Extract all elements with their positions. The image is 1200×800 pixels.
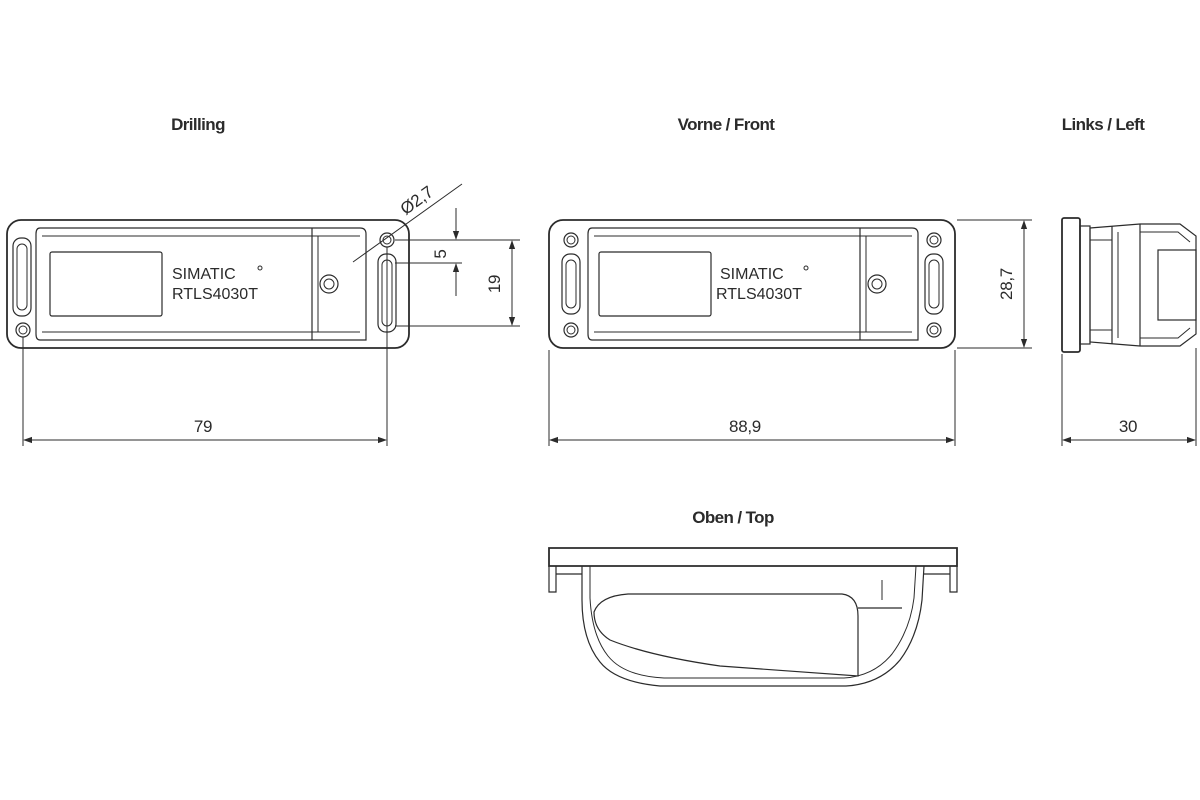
- hole-offset-label: 5: [431, 249, 450, 258]
- drilling-view: SIMATIC RTLS4030T: [6, 219, 410, 349]
- drilling-display-window: [49, 251, 163, 317]
- left-body: [1089, 223, 1197, 347]
- front-left-bottom-hole: [563, 322, 579, 338]
- front-view: SIMATIC RTLS4030T: [548, 219, 956, 349]
- left-base-plate: [1061, 217, 1081, 353]
- front-brand-label: SIMATIC: [720, 266, 784, 283]
- height-label: 28,7: [997, 268, 1016, 300]
- top-housing-body: [581, 565, 925, 687]
- drilling-led-icon: [257, 265, 263, 271]
- top-view: [548, 547, 958, 687]
- front-display-window: [598, 251, 712, 317]
- front-left-top-hole: [563, 232, 579, 248]
- front-title: Vorne / Front: [678, 115, 776, 134]
- front-right-slot: [924, 253, 944, 315]
- depth-label: 30: [1119, 417, 1137, 436]
- width-label: 88,9: [729, 417, 761, 436]
- hole-spacing-horizontal-label: 79: [194, 417, 212, 436]
- left-title: Links / Left: [1062, 115, 1145, 134]
- top-title: Oben / Top: [692, 508, 774, 527]
- front-right-bottom-hole: [926, 322, 942, 338]
- front-dimensions: 88,9 28,7: [548, 219, 1032, 446]
- hole-diameter-label: Ø2,7: [397, 182, 437, 218]
- drilling-left-slot: [12, 237, 32, 317]
- front-right-top-hole: [926, 232, 942, 248]
- front-housing-outline: [548, 219, 956, 349]
- hole-spacing-vertical-label: 19: [485, 275, 504, 293]
- left-view: [1061, 217, 1197, 353]
- front-led-icon: [803, 265, 809, 271]
- drilling-brand-label: SIMATIC: [172, 266, 236, 283]
- top-base-plate: [548, 547, 958, 567]
- drilling-model-label: RTLS4030T: [172, 286, 258, 303]
- drilling-title: Drilling: [171, 115, 225, 134]
- top-inner-panel: [593, 593, 859, 677]
- front-button-icon: [867, 274, 887, 294]
- left-side-window: [1157, 249, 1197, 321]
- front-model-label: RTLS4030T: [716, 286, 802, 303]
- front-body: [587, 227, 919, 341]
- left-dimensions: 30: [1061, 348, 1197, 446]
- drilling-button-icon: [319, 274, 339, 294]
- front-left-slot: [561, 253, 581, 315]
- drilling-housing-outline: [6, 219, 410, 349]
- drilling-body: [35, 227, 367, 341]
